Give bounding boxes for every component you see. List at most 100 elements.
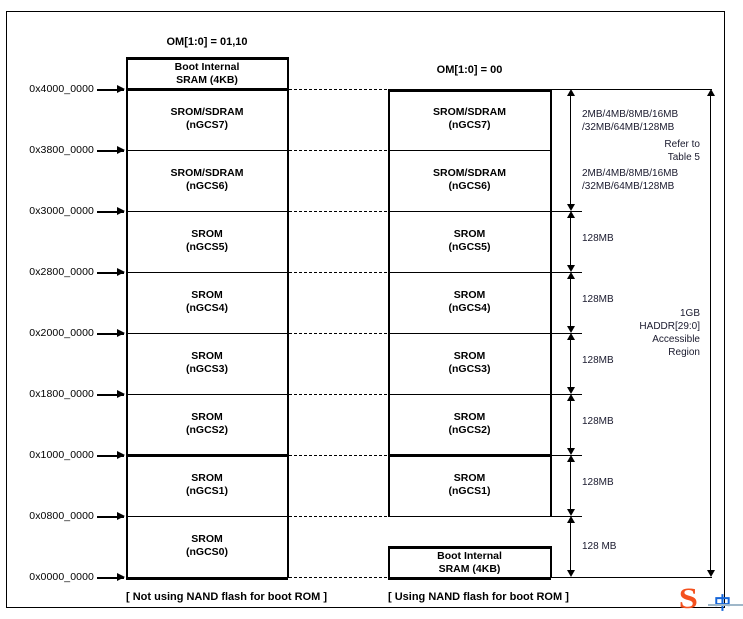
left-box-left-edge bbox=[126, 57, 128, 578]
dim-arrow-sdram-region bbox=[565, 89, 576, 211]
connector-dash-0x4000 bbox=[289, 89, 387, 90]
right-divider-0x3000 bbox=[388, 211, 551, 212]
right-block-boot-sram: Boot Internal SRAM (4KB) bbox=[437, 550, 502, 575]
address-label-1: 0x3800_0000 bbox=[29, 144, 94, 156]
right-bootsram-left-edge bbox=[388, 546, 390, 578]
connector-dash-0x0000 bbox=[289, 577, 387, 578]
right-box-bottom-edge bbox=[388, 516, 551, 517]
left-block-ngcs4: SROM (nGCS4) bbox=[186, 289, 228, 314]
address-label-5: 0x1800_0000 bbox=[29, 388, 94, 400]
left-divider-0x3000 bbox=[126, 211, 288, 212]
connector-dash-0x3000 bbox=[289, 211, 387, 212]
connector-dash-0x3800 bbox=[289, 150, 387, 151]
dim-arrow-ngcs2 bbox=[565, 394, 576, 455]
address-pointer-0 bbox=[97, 86, 125, 93]
right-box-top-edge bbox=[388, 89, 551, 92]
right-divider-0x2000 bbox=[388, 333, 551, 334]
watermark: S 中 bbox=[660, 583, 743, 619]
total-region-bottom-rule bbox=[582, 577, 712, 578]
address-label-7: 0x0800_0000 bbox=[29, 510, 94, 522]
left-divider-0x3800 bbox=[126, 150, 288, 151]
right-divider-0x1000 bbox=[388, 454, 551, 457]
address-pointer-4 bbox=[97, 330, 125, 337]
left-box-bottom-edge bbox=[126, 577, 288, 580]
left-block-ngcs3: SROM (nGCS3) bbox=[186, 350, 228, 375]
dim-arrow-ngcs3 bbox=[565, 333, 576, 394]
left-divider-0x4000 bbox=[126, 88, 288, 91]
dim-tick-0x0000 bbox=[551, 577, 582, 578]
right-bootsram-bottom-edge bbox=[388, 577, 551, 580]
left-block-ngcs7: SROM/SDRAM (nGCS7) bbox=[170, 106, 244, 131]
watermark-bar bbox=[708, 604, 743, 606]
total-region-top-rule bbox=[582, 89, 712, 90]
left-box-top-edge bbox=[126, 57, 288, 60]
size-annotation-ngcs3: 128MB bbox=[582, 355, 614, 366]
left-divider-0x0800 bbox=[126, 516, 288, 517]
address-label-3: 0x2800_0000 bbox=[29, 266, 94, 278]
right-block-ngcs1: SROM (nGCS1) bbox=[448, 472, 491, 497]
right-block-ngcs4: SROM (nGCS4) bbox=[448, 289, 491, 314]
connector-dash-0x1800 bbox=[289, 394, 387, 395]
connector-dash-0x2000 bbox=[289, 333, 387, 334]
right-box-left-edge bbox=[388, 89, 390, 517]
right-bootsram-right-edge bbox=[550, 546, 552, 578]
sogou-logo-icon: S bbox=[678, 582, 698, 615]
size-annotation-refer-table5: Refer to Table 5 bbox=[664, 139, 700, 163]
right-block-ngcs3: SROM (nGCS3) bbox=[448, 350, 491, 375]
connector-dash-0x0800 bbox=[289, 516, 387, 517]
left-block-ngcs2: SROM (nGCS2) bbox=[186, 411, 228, 436]
size-annotation-ngcs7: 2MB/4MB/8MB/16MB /32MB/64MB/128MB bbox=[582, 109, 679, 133]
right-block-ngcs7: SROM/SDRAM (nGCS7) bbox=[433, 106, 506, 131]
left-divider-0x2800 bbox=[126, 272, 288, 273]
size-annotation-ngcs6: 2MB/4MB/8MB/16MB /32MB/64MB/128MB bbox=[582, 168, 679, 192]
address-label-0: 0x4000_0000 bbox=[29, 83, 94, 95]
left-divider-0x1800 bbox=[126, 394, 288, 395]
left-block-boot-sram: Boot Internal SRAM (4KB) bbox=[174, 61, 240, 86]
right-block-ngcs6: SROM/SDRAM (nGCS6) bbox=[433, 167, 506, 192]
total-region-dim-arrow bbox=[705, 89, 716, 577]
size-annotation-ngcs1: 128MB bbox=[582, 477, 614, 488]
diagram-frame bbox=[6, 11, 725, 608]
address-pointer-7 bbox=[97, 513, 125, 520]
address-label-6: 0x1000_0000 bbox=[29, 449, 94, 461]
size-annotation-ngcs0: 128 MB bbox=[582, 541, 617, 552]
left-block-ngcs0: SROM (nGCS0) bbox=[186, 533, 228, 558]
address-pointer-5 bbox=[97, 391, 125, 398]
address-pointer-1 bbox=[97, 147, 125, 154]
dim-arrow-ngcs1 bbox=[565, 455, 576, 516]
left-block-ngcs1: SROM (nGCS1) bbox=[186, 472, 228, 497]
right-column-header: OM[1:0] = 00 bbox=[436, 64, 503, 76]
dim-arrow-ngcs0 bbox=[565, 516, 576, 577]
left-divider-0x2000 bbox=[126, 333, 288, 334]
left-divider-0x1000 bbox=[126, 454, 288, 457]
right-divider-0x2800 bbox=[388, 272, 551, 273]
right-box-right-edge bbox=[550, 89, 552, 517]
right-block-ngcs2: SROM (nGCS2) bbox=[448, 411, 491, 436]
connector-dash-0x1000 bbox=[289, 455, 387, 456]
address-label-2: 0x3000_0000 bbox=[29, 205, 94, 217]
dim-arrow-ngcs4 bbox=[565, 272, 576, 333]
size-annotation-ngcs2: 128MB bbox=[582, 416, 614, 427]
right-divider-0x3800 bbox=[388, 150, 551, 151]
left-column-header: OM[1:0] = 01,10 bbox=[166, 36, 248, 48]
right-bootsram-top-edge bbox=[388, 546, 551, 549]
address-pointer-8 bbox=[97, 574, 125, 581]
left-box-right-edge bbox=[287, 57, 289, 578]
sogou-chinese-icon: 中 bbox=[714, 594, 731, 613]
right-column-caption: [ Using NAND flash for boot ROM ] bbox=[388, 591, 569, 603]
address-pointer-2 bbox=[97, 208, 125, 215]
right-block-ngcs5: SROM (nGCS5) bbox=[448, 228, 491, 253]
left-block-ngcs6: SROM/SDRAM (nGCS6) bbox=[170, 167, 244, 192]
dim-arrow-ngcs5 bbox=[565, 211, 576, 272]
address-pointer-6 bbox=[97, 452, 125, 459]
size-annotation-ngcs5: 128MB bbox=[582, 233, 614, 244]
total-region-label: 1GB HADDR[29:0] Accessible Region bbox=[639, 308, 700, 358]
right-divider-0x1800 bbox=[388, 394, 551, 395]
size-annotation-ngcs4: 128MB bbox=[582, 294, 614, 305]
address-label-8: 0x0000_0000 bbox=[29, 571, 94, 583]
left-block-ngcs5: SROM (nGCS5) bbox=[186, 228, 228, 253]
address-pointer-3 bbox=[97, 269, 125, 276]
left-column-caption: [ Not using NAND flash for boot ROM ] bbox=[126, 591, 328, 603]
connector-dash-0x2800 bbox=[289, 272, 387, 273]
